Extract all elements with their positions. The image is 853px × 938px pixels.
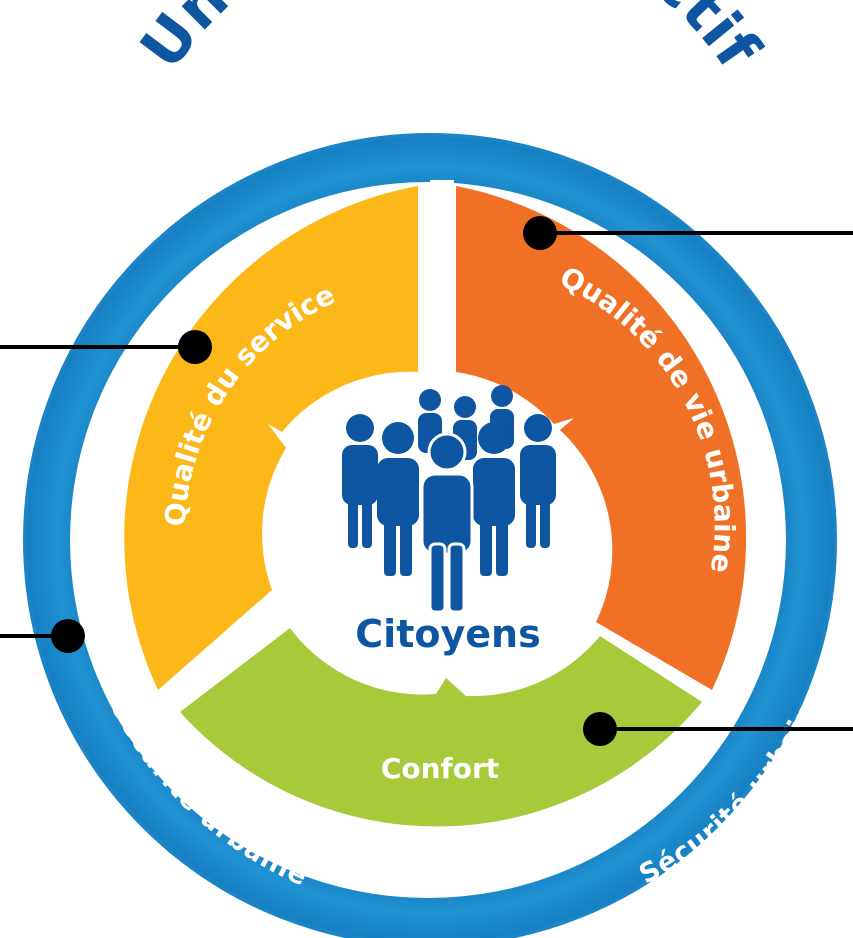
outer-ring-edge	[23, 133, 837, 938]
connector-securite	[0, 619, 85, 653]
connector-vie	[523, 216, 853, 250]
people-group-icon	[342, 385, 556, 614]
connector-service	[0, 330, 212, 364]
segment-confort[interactable]	[180, 628, 702, 827]
segment-service[interactable]	[124, 186, 418, 690]
connector-confort	[583, 712, 853, 746]
segment-confort-label: Confort	[381, 752, 499, 785]
segment-vie[interactable]	[456, 186, 747, 690]
center-label: Citoyens	[355, 612, 540, 656]
diagram-title: Un réseau attractif	[127, 0, 773, 82]
